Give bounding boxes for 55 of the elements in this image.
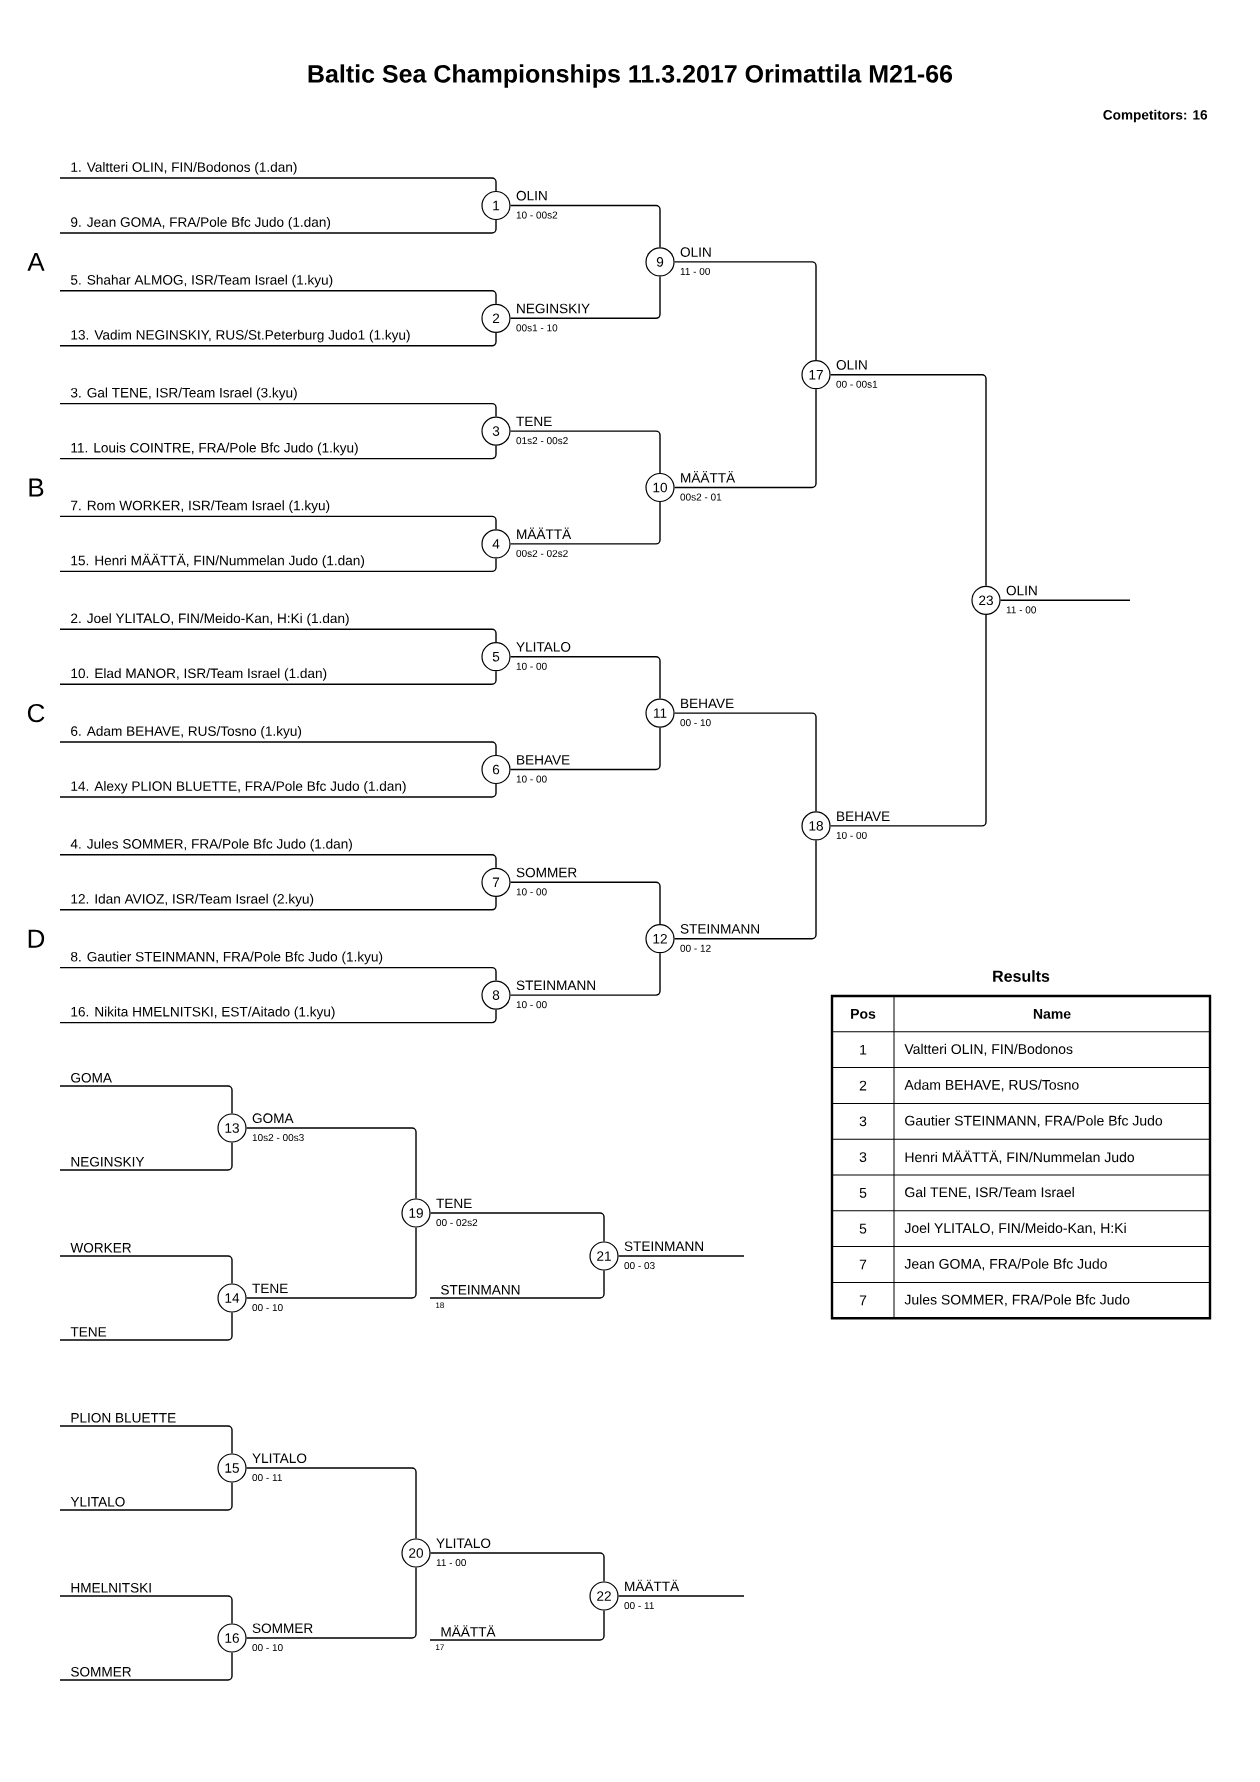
bracket-line: [59, 1595, 233, 1625]
bracket-line: [509, 275, 661, 319]
bracket-line: [59, 177, 497, 192]
bracket-line: [59, 557, 497, 573]
bracket-line: [59, 670, 497, 685]
bracket-line: [509, 881, 661, 925]
bracket-line: [429, 1552, 605, 1583]
bracket-line: [59, 445, 497, 460]
pool-letter: A: [27, 252, 45, 271]
bracket-line: [509, 952, 661, 996]
bracket-line: [59, 402, 497, 418]
bracket-line: [999, 599, 1131, 601]
bracket-line: [673, 712, 817, 812]
bracket-line: [59, 741, 497, 756]
bracket-line: [59, 1141, 233, 1171]
bracket-line: [829, 614, 987, 827]
bracket-line: [59, 1311, 233, 1341]
bracket-line: [59, 966, 497, 982]
bracket-line: [673, 388, 817, 489]
pool-letter: D: [28, 929, 45, 948]
bracket-line: [509, 727, 661, 771]
bracket-line: [59, 896, 497, 911]
bracket-line: [59, 1009, 497, 1024]
bracket-line: [59, 628, 497, 643]
bracket-line: [245, 1467, 417, 1540]
bracket-line: [245, 1127, 417, 1200]
bracket-line: [829, 374, 987, 587]
bracket-line: [59, 290, 497, 305]
bracket-line: [509, 501, 661, 545]
bracket-line: [59, 219, 497, 234]
bracket-line: [59, 783, 497, 798]
bracket-line: [59, 1651, 233, 1681]
pool-letter: B: [29, 478, 44, 497]
table-heading: Results: [993, 970, 1050, 982]
bracket-line: [59, 1481, 233, 1511]
bracket-line: [429, 1609, 605, 1641]
title: Baltic Sea Championships 11.3.2017 Orimattila M21-66: [308, 64, 953, 88]
bracket-line: [509, 656, 661, 700]
bracket-line: [509, 204, 661, 248]
bracket-line: [617, 1255, 745, 1257]
bracket-line: [59, 1425, 233, 1455]
bracket-line: [245, 1226, 417, 1299]
bracket-line: [617, 1595, 745, 1597]
bracket-line: [59, 515, 497, 530]
bracket-line: [59, 854, 497, 869]
bracket-line: [429, 1212, 605, 1243]
pool-letter: C: [27, 703, 45, 723]
bracket-line: [245, 1566, 417, 1639]
bracket-line: [59, 1085, 233, 1115]
bracket-line: [673, 261, 817, 361]
bracket-line: [509, 430, 661, 474]
bracket-line: [429, 1269, 605, 1299]
bracket-line: [59, 332, 497, 347]
bracket-line: [59, 1255, 233, 1285]
bracket-line: [673, 839, 817, 940]
